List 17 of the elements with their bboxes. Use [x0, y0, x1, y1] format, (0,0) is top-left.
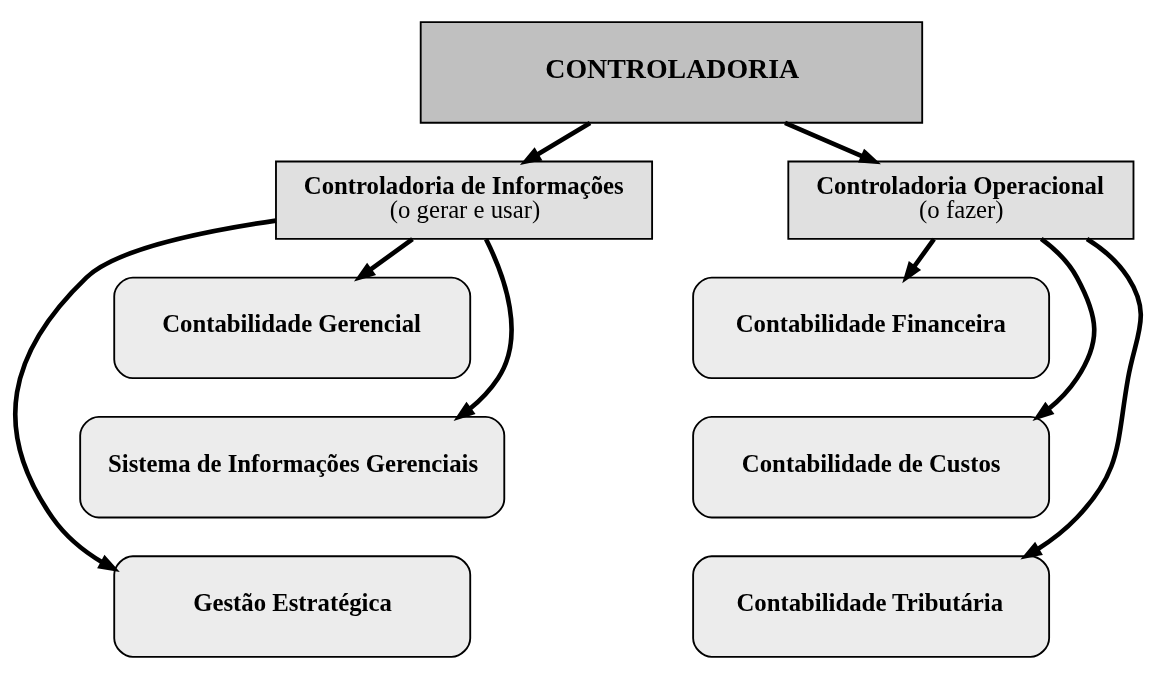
arrow	[784, 120, 881, 164]
node-box: Controladoria de Informações (o gerar e usar)	[275, 160, 654, 240]
node-box: Gestão Estratégica	[113, 554, 472, 658]
arrow	[519, 120, 592, 165]
arrow	[453, 237, 514, 421]
node-box: Contabilidade Tributária	[692, 554, 1051, 658]
arrow	[902, 237, 936, 283]
node-box: Controladoria Operacional (o fazer)	[787, 160, 1135, 240]
arrow	[1020, 236, 1144, 559]
node-box: Contabilidade Gerencial	[113, 276, 472, 379]
node-box: Sistema de Informações Gerenciais	[79, 415, 506, 518]
node-box: CONTROLADORIA	[419, 20, 924, 124]
node-box: Contabilidade Financeira	[692, 276, 1051, 379]
arrow	[353, 236, 414, 282]
node-box: Contabilidade de Custos	[692, 415, 1051, 518]
arrow	[12, 217, 277, 572]
arrow	[1032, 236, 1097, 421]
